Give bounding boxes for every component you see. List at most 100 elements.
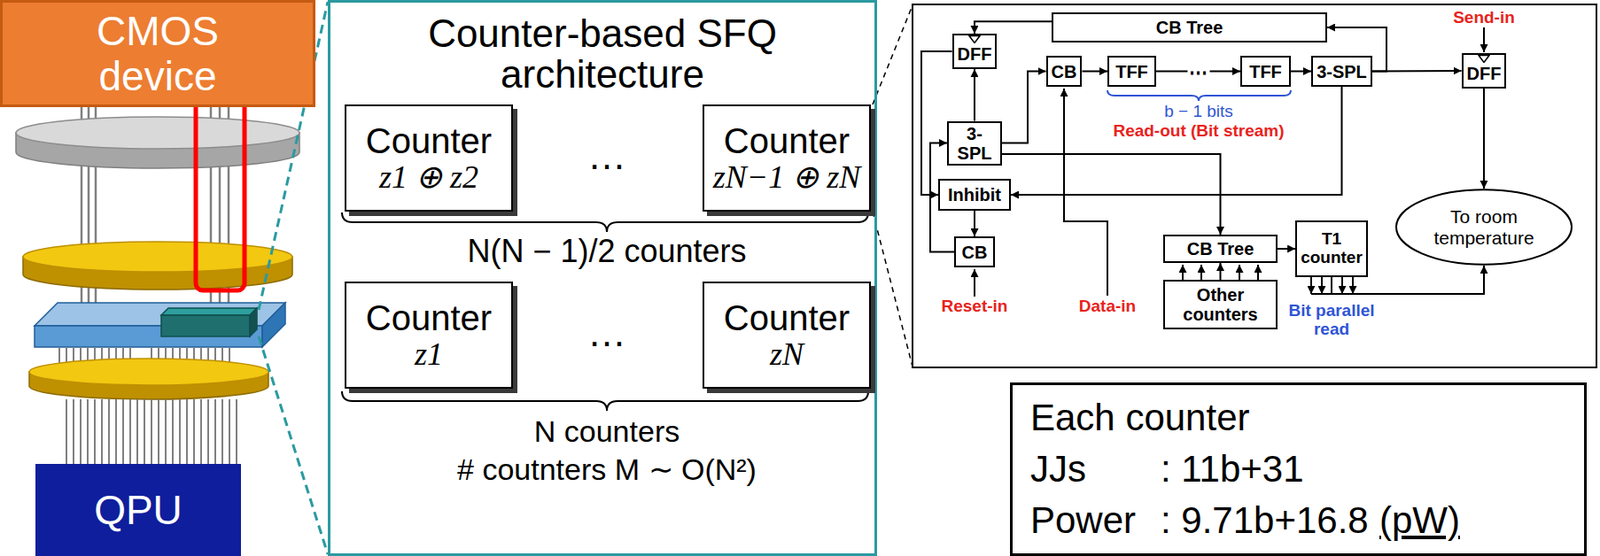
annotation-label: Read-out (Bit stream) (1112, 122, 1284, 141)
other-counters-block: Other counters (1163, 279, 1278, 330)
signal-wire (1483, 88, 1485, 189)
annotation-label: b − 1 bits (1164, 102, 1234, 122)
node-text: Power (1030, 500, 1136, 542)
blue-slab (262, 302, 286, 348)
node-text: Each counter (1030, 397, 1251, 439)
zoom-line (872, 5, 913, 105)
signal-wire (1081, 70, 1108, 73)
counter-box: Counterz1 (344, 281, 513, 389)
curly-brace (341, 212, 869, 233)
wire-bundle (63, 399, 241, 466)
node-text: Other counters (1168, 285, 1273, 325)
annotation-label: N counters (534, 415, 680, 449)
node-text: Counter (723, 121, 850, 161)
node-text: Inhibit (947, 185, 1002, 205)
t1-counter-block: T1 counter (1295, 220, 1368, 278)
ellipse-outline (1396, 189, 1572, 265)
tff-block: TFF (1240, 55, 1291, 87)
annotation-label: … (587, 134, 627, 178)
signal-wire (1001, 71, 1047, 144)
sfq-chip (161, 315, 250, 337)
node-text: To room temperature (1417, 206, 1551, 248)
tff-block: TFF (1107, 55, 1157, 87)
node-text: (pW) (1379, 500, 1461, 542)
bus-wire (1311, 293, 1332, 296)
wire-bundle (87, 164, 91, 249)
node-text: TFF (1249, 62, 1282, 82)
qpu-chip: QPU (35, 464, 241, 556)
node-text: Counter (365, 298, 492, 338)
dff-block: DFF (952, 33, 998, 70)
input-wire (1341, 277, 1344, 295)
signal-wire (974, 21, 1052, 34)
annotation-label: Send-in (1452, 8, 1515, 28)
annotation-label: # coutnters M ∼ O(N²) (457, 453, 757, 487)
annotation-label: Data-in (1079, 297, 1136, 317)
counter-box: CounterzN−1 ⊕ zN (702, 104, 871, 212)
node-text: : 9.71b+16.8 (1160, 500, 1369, 542)
signal-wire (973, 69, 976, 122)
splitter-block: 3-SPL (1311, 55, 1373, 87)
signal-wire (1277, 248, 1296, 250)
wire-bundle (80, 164, 84, 249)
node-text: 3-SPL (1316, 62, 1367, 82)
wire-bundle (227, 164, 231, 249)
sfq-chip (161, 308, 257, 316)
counter-box: CounterzN (702, 281, 871, 389)
input-wire (1181, 264, 1184, 280)
input-wire (1257, 264, 1259, 280)
input-wire (1351, 277, 1354, 295)
connector-group (921, 21, 1484, 295)
input-wire (1310, 277, 1313, 295)
output-ellipse: To room temperature (1395, 188, 1573, 266)
input-wire (973, 269, 976, 297)
signal-wire (1001, 154, 1221, 235)
clock-mark (969, 36, 980, 44)
cb-tree-block: CB Tree (1051, 12, 1328, 43)
node-text: JJs (1030, 449, 1087, 490)
blue-slab (34, 302, 286, 348)
dff-block: DFF (1461, 53, 1507, 89)
node-text: TFF (1115, 62, 1149, 82)
signal-wire (973, 210, 976, 237)
yellow-disk (29, 358, 269, 386)
node-text: CB Tree (1156, 17, 1224, 38)
inhibit-block: Inhibit (938, 178, 1011, 211)
node-text: Counter (723, 298, 850, 338)
node-text: DFF (1467, 63, 1502, 84)
yellow-disk (23, 241, 293, 272)
input-wire (1238, 264, 1241, 280)
counter-box: Counterz1 ⊕ z2 (344, 104, 513, 212)
node-text: zN−1 ⊕ zN (713, 160, 861, 196)
yellow-disk (29, 358, 269, 400)
node-text: Counter-based SFQ architecture (398, 13, 807, 95)
node-text: CB Tree (1187, 239, 1255, 259)
input-wire (1483, 27, 1485, 53)
node-text: CB (1051, 62, 1078, 82)
spec-box: Each counterJJs: 11b+31Power: 9.71b+16.8… (1009, 382, 1587, 556)
curly-brace (341, 391, 869, 412)
wire-bundle (94, 164, 98, 249)
curly-brace (1107, 90, 1291, 101)
node-text: z1 (414, 337, 443, 373)
zoom-line (872, 211, 913, 367)
sfq-chip (249, 308, 257, 337)
node-text: CMOS device (60, 8, 256, 99)
clock-mark (1477, 54, 1491, 63)
node-text: z1 ⊕ z2 (379, 160, 479, 196)
node-text: Counter (365, 121, 492, 161)
sfq-chip (161, 308, 257, 337)
node-text: QPU (93, 488, 183, 534)
wire-bundle (209, 164, 213, 249)
highlight-frame (195, 97, 245, 291)
gray-disk (15, 116, 300, 149)
node-text: zN (769, 337, 804, 373)
signal-wire (1290, 70, 1312, 73)
cb-block: CB (1046, 55, 1083, 87)
annotation-label: Reset-in (941, 297, 1009, 317)
cb-tree-block: CB Tree (1163, 234, 1278, 264)
input-wire (1320, 277, 1323, 295)
circuit-frame (912, 4, 1597, 368)
input-wire (1064, 88, 1108, 296)
